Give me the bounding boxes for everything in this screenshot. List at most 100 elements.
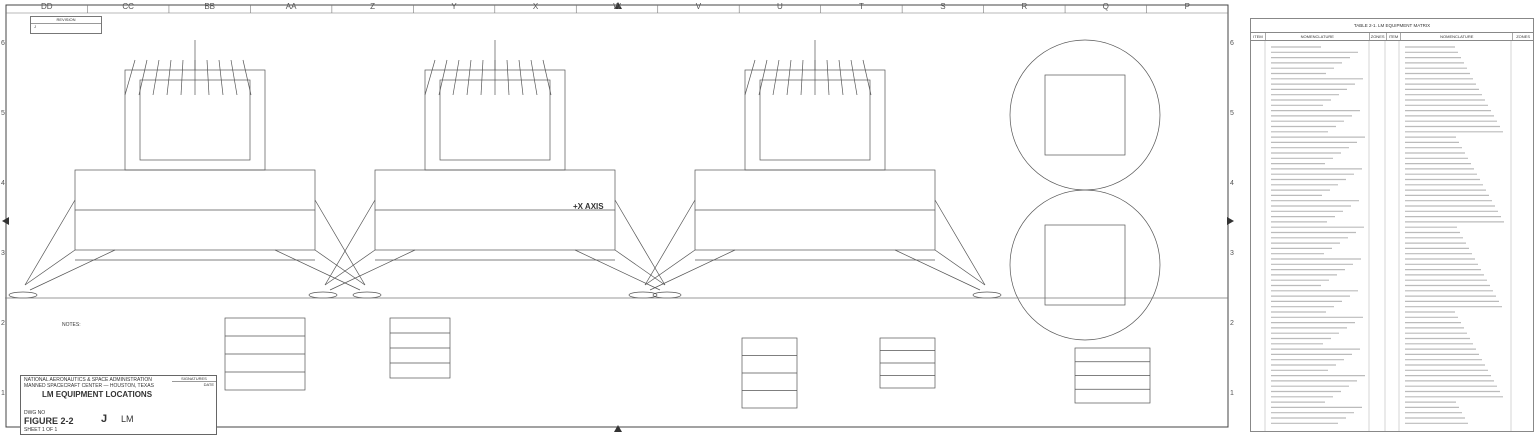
footpad [352,291,382,299]
landing-strut [574,249,661,291]
landing-strut [29,249,116,291]
row-label: 1 [1,390,5,397]
callout-leader [452,59,460,96]
zone-label: Y [451,2,457,11]
callout-leader [862,59,872,96]
landing-strut [314,249,366,286]
landing-leg [324,199,376,286]
table-body [1264,41,1512,431]
callout-leader [138,59,148,96]
callout-leader [242,59,252,96]
footpad [8,291,38,299]
zone-label: Z [370,2,376,11]
col-nomenclature: NOMENCLATURE [1266,33,1370,40]
landing-strut [324,249,376,286]
landing-leg [614,199,666,286]
footpad [972,291,1002,299]
inset-aft-equipment-bay [1074,347,1151,404]
landing-strut [934,249,986,286]
center-arrow-top [614,2,622,9]
landing-strut [649,249,736,291]
zone-label: T [858,2,864,11]
lm-view-left [8,40,382,299]
zone-label: R [1021,2,1028,11]
col-item-2: ITEM [1387,33,1402,40]
row-label: 4 [1,180,5,187]
callout-leader [218,59,224,96]
row-label: 1 [1230,390,1234,397]
zone-label: W [613,2,621,11]
zone-label: S [940,2,946,11]
callout-leader [518,59,524,96]
inset-stowage [224,317,306,391]
callout-leader [206,59,210,96]
rev-letter: J [101,413,108,425]
landing-leg [644,199,696,286]
table-caption: TABLE 2-1. LM EQUIPMENT MATRIX [1251,19,1533,33]
zone-label: BB [204,2,215,11]
dwg-no-label: DWG NO [24,410,46,416]
inset-storage-kit [389,317,451,379]
landing-strut [614,249,666,286]
title-block-org: NATIONAL AERONAUTICS & SPACE ADMINISTRAT… [24,377,170,389]
signature-block: SIGNATURES DATE [172,375,217,435]
row-label: 6 [1230,40,1234,47]
callout-leader [230,59,238,96]
row-label: 4 [1230,180,1234,187]
callout-leader [772,59,780,96]
x-axis-label: +X AXIS [573,202,604,211]
top-view-cabin [1044,74,1126,156]
callout-leader [466,59,472,96]
zone-label: U [777,2,783,11]
landing-leg [934,199,986,286]
col-nomenclature-2: NOMENCLATURE [1401,33,1514,40]
title-block: NATIONAL AERONAUTICS & SPACE ADMINISTRAT… [20,375,174,435]
landing-strut [329,249,416,291]
zone-ticks [87,5,1147,13]
callout-leader [786,59,792,96]
landing-strut [644,249,696,286]
row-label: 5 [1230,110,1234,117]
callout-leader [800,59,804,96]
landing-strut [894,249,981,291]
callout-leader [826,59,830,96]
date-header: DATE [203,382,214,387]
bottom-view-cabin [1044,224,1126,306]
callout-leader [542,59,552,96]
figure-number: FIGURE 2-2 [24,416,74,426]
callout-leader [838,59,844,96]
zone-label: Q [1102,2,1109,11]
row-label: 3 [1,250,5,257]
callout-leader [850,59,858,96]
inset-flight-data-file [879,337,936,389]
callout-leader [152,59,160,96]
footpad [308,291,338,299]
col-zones-2: ZONES [1516,34,1530,39]
equipment-matrix-table: TABLE 2-1. LM EQUIPMENT MATRIX ITEM NOME… [1250,18,1534,432]
drawing-border [5,4,1229,428]
center-arrow-right [1227,217,1234,225]
row-label: 3 [1230,250,1234,257]
center-arrow-bottom [614,425,622,432]
organization: NATIONAL AERONAUTICS & SPACE ADMINISTRAT… [24,377,152,383]
zone-label: CC [122,2,134,11]
callout-leader [530,59,538,96]
revision-header: REVISION [31,17,101,24]
lm-view-right [628,40,1002,299]
landing-strut [274,249,361,291]
inset-lmp [741,337,798,409]
lm-top-view [1009,39,1161,191]
callout-leader [166,59,172,96]
zone-label: P [1184,2,1190,11]
callout-leader [480,59,484,96]
table-header: ITEM NOMENCLATURE ZONES ITEM NOMENCLATUR… [1251,33,1533,41]
landing-leg [24,199,76,286]
notes-label: NOTES: [62,322,81,328]
callout-leader [438,59,448,96]
col-zones: ZONES [1370,33,1387,40]
landing-leg [314,199,366,286]
revision-letter: J [34,24,36,29]
zone-label: X [532,2,539,11]
callout-leader [124,59,136,96]
